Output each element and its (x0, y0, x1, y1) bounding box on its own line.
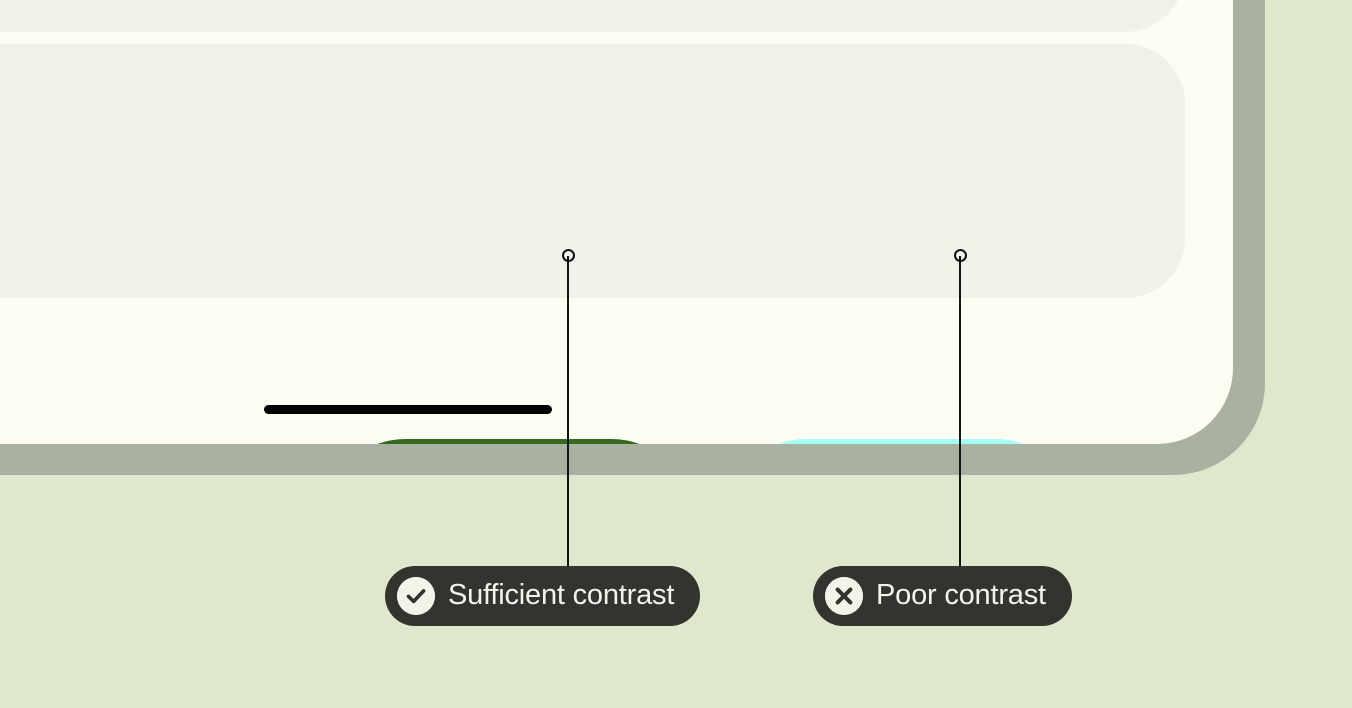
phone-device-frame: a request. Accept Ignore (0, 0, 1265, 475)
annotation-pill-sufficient-contrast: Sufficient contrast (385, 566, 701, 626)
annotation-label-sufficient-contrast: Sufficient contrast (448, 578, 675, 611)
home-indicator-bar[interactable] (264, 405, 552, 414)
annotation-pill-poor-contrast: Poor contrast (813, 566, 1072, 626)
accept-button[interactable]: Accept (325, 439, 692, 444)
leader-dot-accept (562, 249, 575, 262)
ignore-button[interactable]: Ignore (726, 439, 1076, 444)
leader-line-accept (567, 256, 569, 566)
leader-line-ignore (959, 256, 961, 566)
check-circle-icon (397, 577, 435, 615)
content-card-lower: a request. Accept Ignore (0, 44, 1185, 444)
leader-dot-ignore (954, 249, 967, 262)
phone-screen: a request. Accept Ignore (0, 0, 1233, 444)
annotation-label-poor-contrast: Poor contrast (876, 578, 1046, 611)
content-card-upper (0, 0, 1185, 32)
x-circle-icon (825, 577, 863, 615)
card-lower-content: a request. Accept Ignore (0, 44, 1185, 444)
